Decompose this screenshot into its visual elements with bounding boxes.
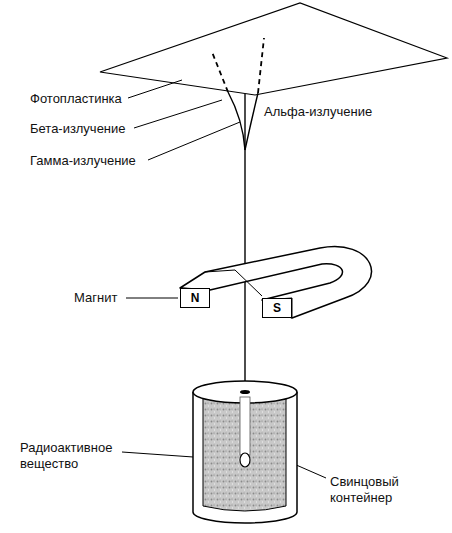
- alpha-label: Альфа-излучение: [264, 104, 372, 120]
- label-text: Свинцовый контейнер: [330, 474, 399, 505]
- container-channel: [240, 397, 250, 455]
- leader-line: [294, 464, 326, 478]
- substance-label: Радиоактивное вещество: [20, 440, 130, 471]
- photo-plate: [100, 3, 447, 95]
- label-text: Гамма-излучение: [30, 153, 136, 168]
- horseshoe-magnet: [180, 247, 371, 318]
- beta-ray: [228, 92, 245, 150]
- label-text: Радиоактивное вещество: [20, 440, 112, 471]
- magnet-pole: N: [180, 288, 210, 308]
- leader-line: [126, 298, 178, 299]
- radioactive-sample: [240, 453, 250, 467]
- magnet-label: Магнит: [74, 290, 117, 306]
- label-text: Бета-излучение: [30, 121, 126, 136]
- alpha-ray-hidden: [258, 38, 264, 93]
- plate-label: Фотопластинка: [30, 91, 122, 107]
- alpha-ray: [245, 93, 258, 150]
- magnet-pole: S: [262, 298, 292, 318]
- label-text: Альфа-излучение: [264, 104, 372, 119]
- container-cutaway: [203, 395, 286, 511]
- leader-line: [128, 80, 182, 98]
- leader-line: [134, 100, 222, 128]
- magnet-edge: [205, 270, 262, 296]
- beta-label: Бета-излучение: [30, 121, 126, 137]
- magnet-edge: [180, 288, 292, 318]
- gamma-label: Гамма-излучение: [30, 153, 136, 169]
- leader-line: [148, 122, 240, 160]
- beta-ray-hidden: [212, 52, 228, 92]
- container-opening: [240, 390, 250, 394]
- pole-letter: N: [191, 291, 200, 305]
- container-label: Свинцовый контейнер: [330, 474, 430, 505]
- label-text: Фотопластинка: [30, 91, 122, 106]
- lead-container: [193, 392, 297, 523]
- pole-letter: S: [273, 301, 281, 315]
- label-text: Магнит: [74, 290, 117, 305]
